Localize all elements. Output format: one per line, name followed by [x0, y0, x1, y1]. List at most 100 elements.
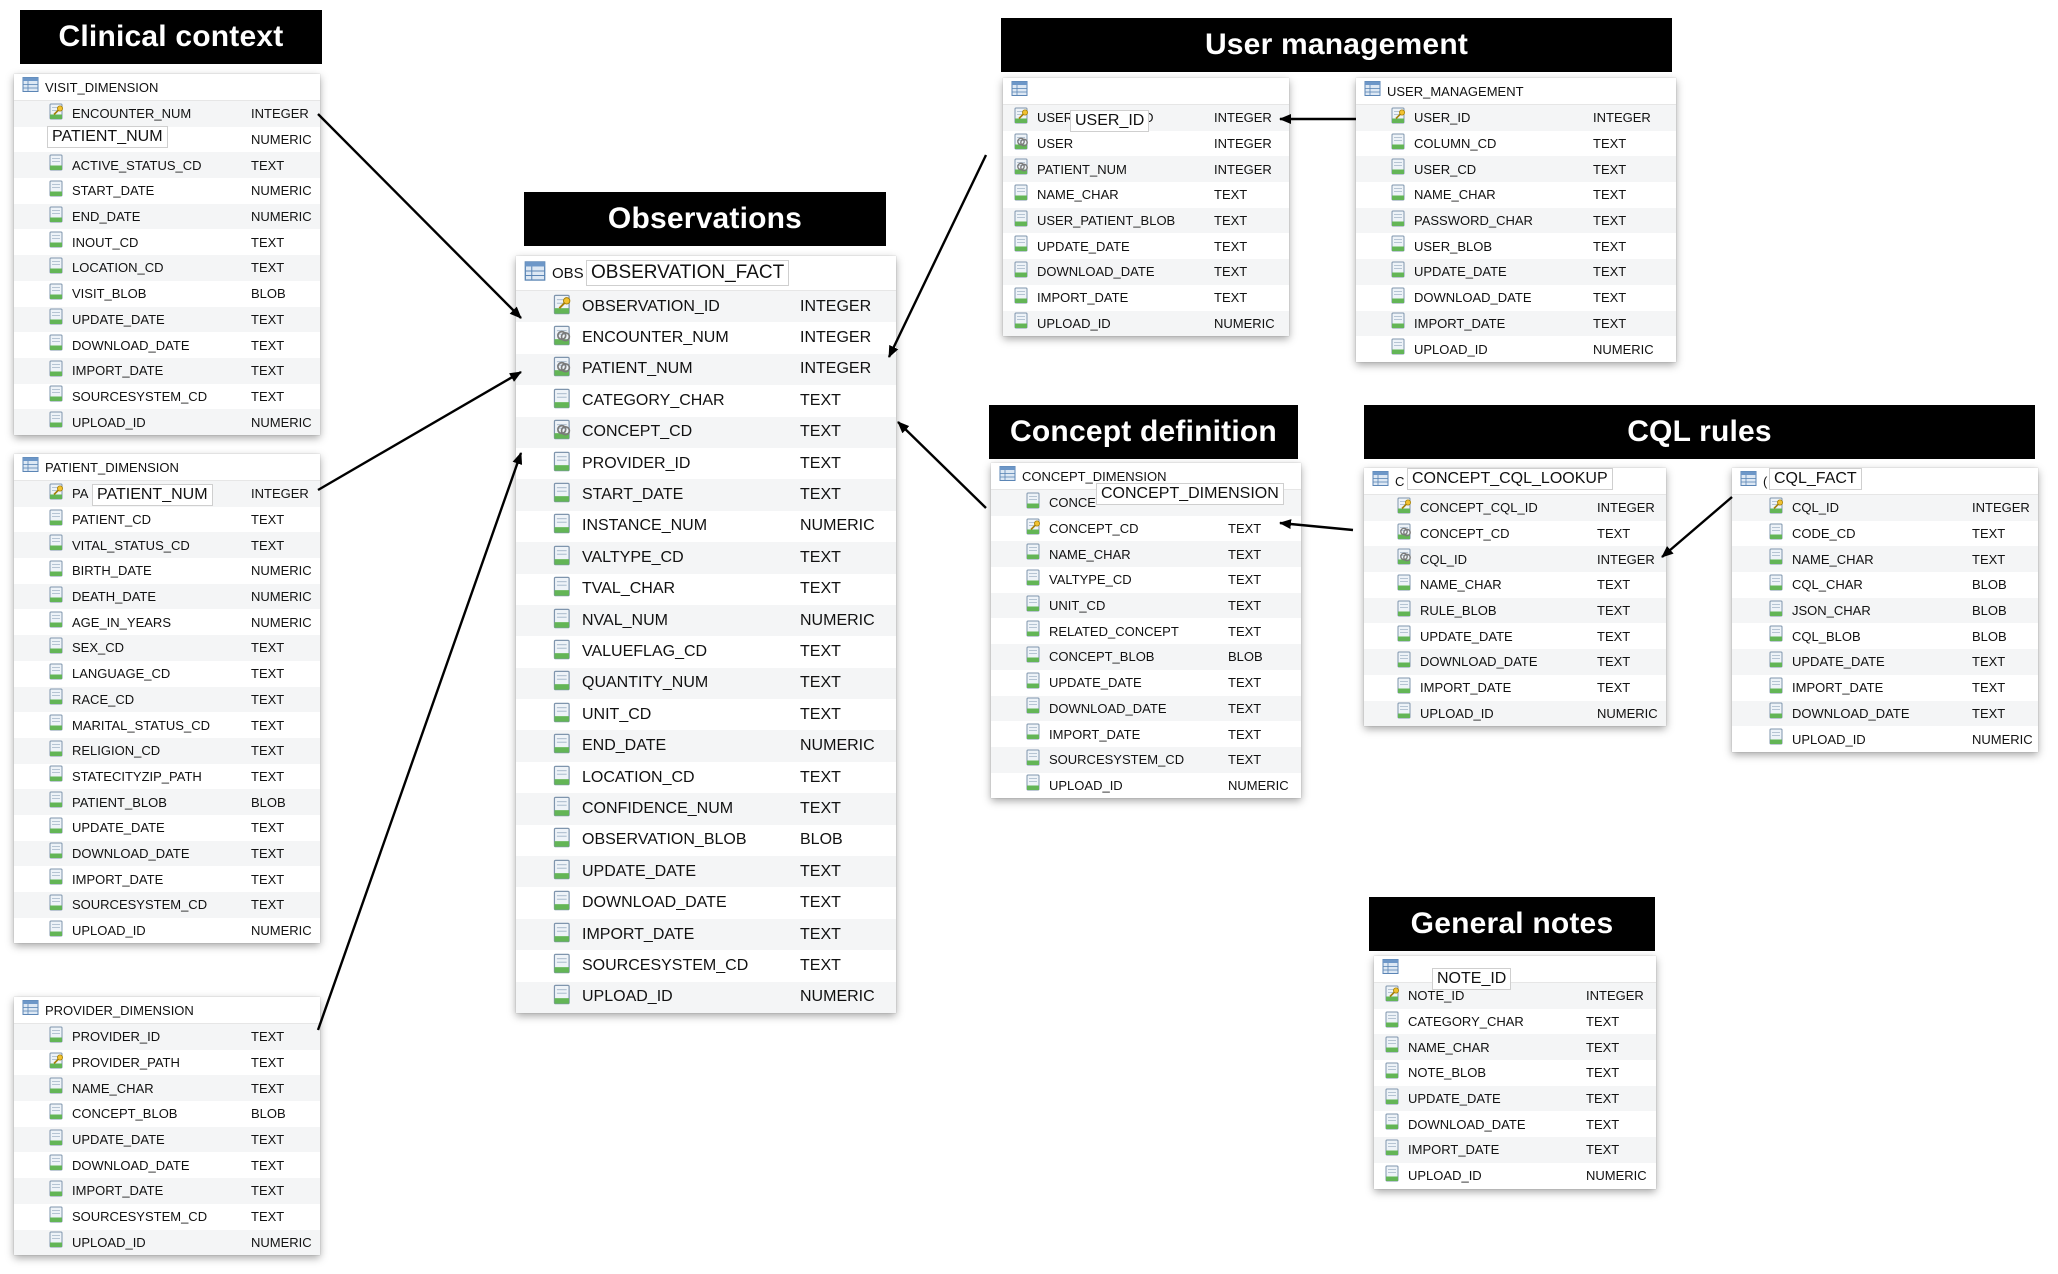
table-header[interactable]: PATIENT_DIMENSION: [14, 454, 320, 481]
table-header[interactable]: OBS: [516, 256, 896, 291]
table-header[interactable]: (: [1732, 468, 2038, 495]
table-header[interactable]: [1003, 78, 1289, 105]
table-visit-dimension[interactable]: VISIT_DIMENSIONENCOUNTER_NUMINTEGERPATIE…: [14, 74, 320, 435]
table-user-patient[interactable]: USER_PATIENT_IDINTEGERUSERINTEGERPATIENT…: [1003, 78, 1289, 337]
table-header[interactable]: PROVIDER_DIMENSION: [14, 997, 320, 1024]
table-header[interactable]: [1374, 956, 1656, 983]
table-header[interactable]: C: [1364, 468, 1666, 495]
